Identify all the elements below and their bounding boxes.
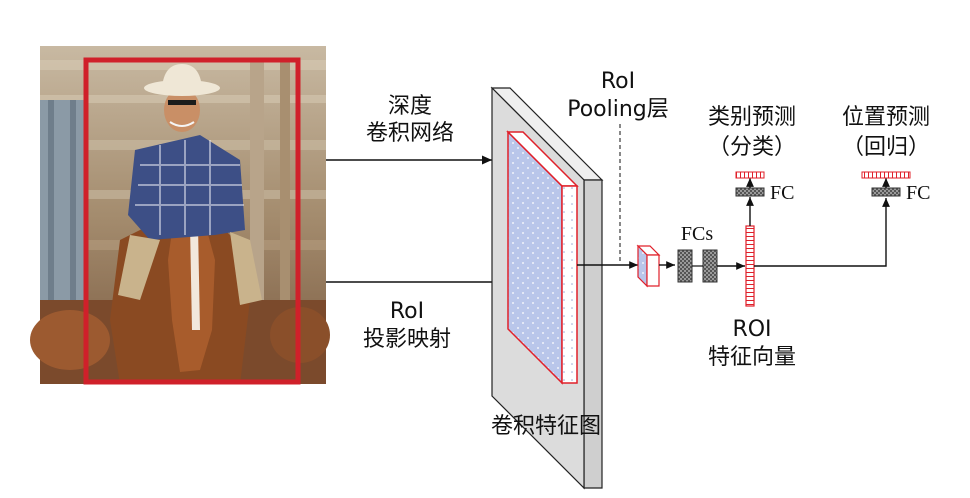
fcs-blocks — [677, 249, 718, 283]
roi-projection-label-line2: 投影映射 — [363, 327, 451, 352]
input-photo — [30, 46, 330, 385]
deep-conv-label-line1: 深度 — [388, 94, 432, 119]
roi-pooling-label-line2: Pooling层 — [567, 97, 669, 122]
cls-label-line2: （分类） — [708, 135, 796, 160]
roi-pooling-label-line1: RoI — [601, 69, 635, 94]
reg-output-vector — [861, 171, 911, 179]
roi-projection-label-line1: RoI — [390, 299, 424, 324]
reg-fc-block — [871, 187, 901, 197]
reg-fc-label: FC — [906, 182, 930, 204]
cls-fc-block — [735, 187, 765, 197]
reg-label-line1: 位置预测 — [842, 105, 930, 130]
deep-conv-label-line2: 卷积网络 — [366, 121, 454, 146]
roi-feature-vector — [745, 225, 755, 307]
pooled-roi-block — [636, 244, 661, 288]
arrow-to-reg-fc — [754, 198, 890, 267]
cls-output-vector — [735, 171, 765, 179]
reg-label-line2: （回归） — [842, 135, 930, 160]
conv-feature-map — [490, 86, 604, 490]
roi-vector-label-line2: 特征向量 — [708, 345, 796, 370]
feature-map-label: 卷积特征图 — [491, 414, 601, 439]
roi-vector-label-line1: ROI — [732, 317, 771, 342]
cls-fc-label: FC — [770, 182, 794, 204]
cls-label-line1: 类别预测 — [708, 105, 796, 130]
fcs-label: FCs — [681, 223, 713, 245]
